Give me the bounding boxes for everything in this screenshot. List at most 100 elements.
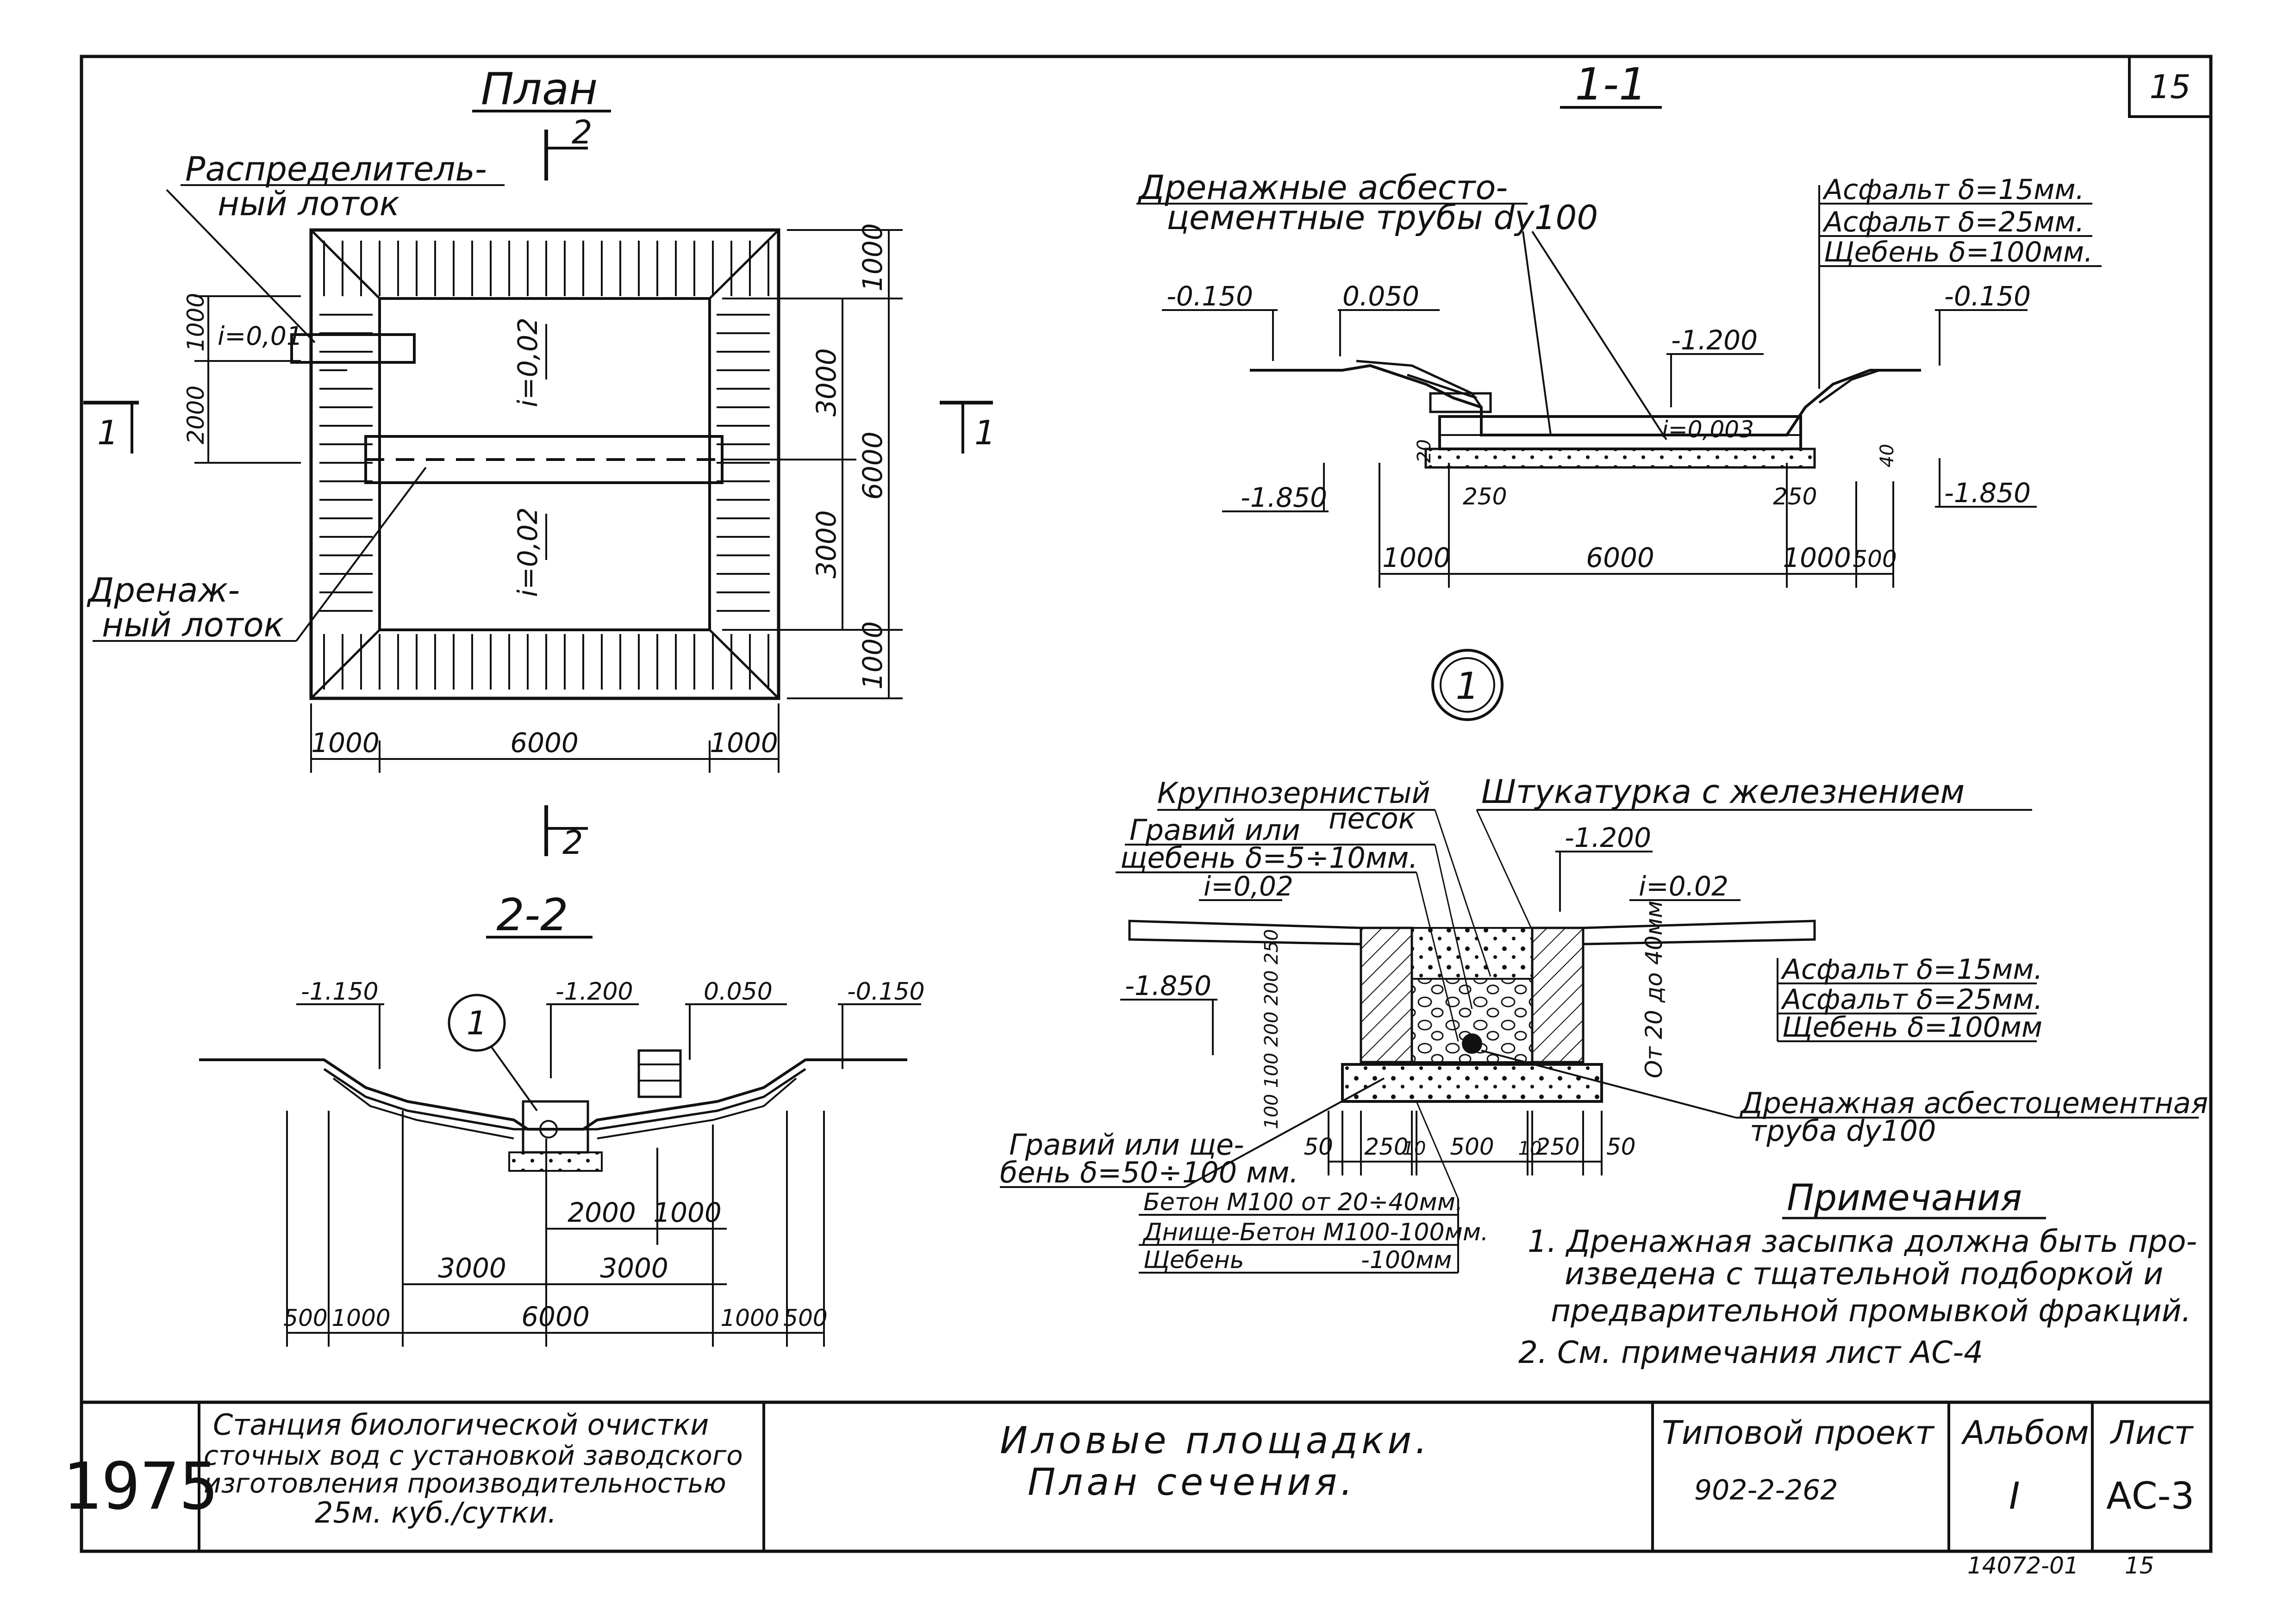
section-1-1-ground bbox=[1250, 364, 1921, 436]
label-distributor: Распределитель- bbox=[185, 149, 487, 188]
label-drain: Дренаж- bbox=[87, 571, 240, 609]
sheet-number: 15 bbox=[2149, 68, 2190, 106]
svg-text:1: 1 bbox=[974, 413, 996, 452]
svg-text:i=0.02: i=0.02 bbox=[1639, 871, 1728, 902]
svg-text:3000: 3000 bbox=[600, 1252, 668, 1284]
svg-text:1000: 1000 bbox=[653, 1197, 722, 1228]
year: 1975 bbox=[62, 1449, 218, 1524]
svg-text:Дренажная асбестоцементная: Дренажная асбестоцементная bbox=[1739, 1086, 2208, 1120]
svg-text:1: 1 bbox=[467, 1004, 487, 1042]
plan-title: План bbox=[481, 64, 598, 115]
svg-text:-1.850: -1.850 bbox=[1241, 482, 1327, 513]
detail-wall-left bbox=[1360, 927, 1413, 1063]
title-block: 1975 Станция биологической очистки сточн… bbox=[62, 1400, 2211, 1551]
sheet-frame bbox=[80, 55, 2213, 1553]
svg-text:250: 250 bbox=[1463, 483, 1507, 510]
svg-text:Штукатурка с железнением: Штукатурка с железнением bbox=[1481, 773, 1965, 811]
svg-text:6000: 6000 bbox=[857, 431, 888, 500]
svg-text:1000: 1000 bbox=[720, 1305, 779, 1331]
detail-1: Крупнозернистый песок Гравий или щебень … bbox=[1000, 773, 2208, 1274]
drawing-title-1: Иловые площадки. bbox=[1000, 1419, 1431, 1462]
slope-top: i=0,02 bbox=[512, 317, 543, 407]
svg-text:Бетон М100 от 20÷40мм.: Бетон М100 от 20÷40мм. bbox=[1143, 1188, 1463, 1216]
svg-text:Щебень δ=100мм: Щебень δ=100мм bbox=[1782, 1011, 2042, 1044]
section-mark-1-left: 1 bbox=[83, 401, 139, 454]
svg-text:500: 500 bbox=[1853, 546, 1897, 572]
svg-text:6000: 6000 bbox=[510, 727, 579, 759]
svg-text:2000: 2000 bbox=[568, 1197, 636, 1228]
section-mark-2-top: 2 bbox=[544, 113, 593, 180]
plan-dim-bottom: 1000 6000 1000 bbox=[310, 703, 780, 773]
slope-inlet: i=0,01 bbox=[218, 321, 303, 351]
svg-text:1: 1 bbox=[1456, 665, 1479, 708]
svg-text:2. См. примечания лист АС-4: 2. См. примечания лист АС-4 bbox=[1518, 1335, 1983, 1370]
svg-text:песок: песок bbox=[1329, 802, 1416, 835]
svg-text:Асфальт δ=15мм.: Асфальт δ=15мм. bbox=[1780, 953, 2043, 986]
svg-text:1000: 1000 bbox=[331, 1305, 390, 1331]
svg-text:i=0,02: i=0,02 bbox=[1204, 871, 1293, 902]
svg-text:ный лоток: ный лоток bbox=[102, 605, 284, 644]
plan-outer-square bbox=[309, 228, 780, 700]
svg-text:Гравий или ще-: Гравий или ще- bbox=[1009, 1128, 1244, 1162]
svg-text:1000: 1000 bbox=[182, 293, 209, 352]
svg-text:40: 40 bbox=[1877, 444, 1898, 467]
svg-text:Альбом: Альбом bbox=[1961, 1414, 2089, 1452]
svg-text:1: 1 bbox=[97, 413, 119, 452]
svg-text:0.050: 0.050 bbox=[704, 978, 773, 1006]
plan-dim-right: 1000 6000 1000 3000 3000 bbox=[722, 223, 903, 699]
svg-text:-1.200: -1.200 bbox=[555, 978, 633, 1006]
svg-text:бень δ=50÷100 мм.: бень δ=50÷100 мм. bbox=[1000, 1156, 1298, 1189]
svg-text:2000: 2000 bbox=[182, 386, 209, 444]
svg-text:изведена с тщательной подборко: изведена с тщательной подборкой и bbox=[1565, 1256, 2163, 1292]
svg-text:От 20 до 40мм: От 20 до 40мм bbox=[1641, 901, 1667, 1078]
svg-text:-1.850: -1.850 bbox=[1944, 477, 2031, 509]
svg-text:-0.150: -0.150 bbox=[1167, 280, 1253, 312]
svg-text:250: 250 bbox=[1773, 483, 1817, 510]
svg-text:Асфальт δ=25мм.: Асфальт δ=25мм. bbox=[1822, 206, 2084, 238]
distributor-tray bbox=[290, 333, 416, 364]
svg-text:предварительной промывкой фрак: предварительной промывкой фракций. bbox=[1551, 1293, 2191, 1329]
plan-inner-bed bbox=[378, 297, 711, 631]
svg-text:-1.200: -1.200 bbox=[1671, 324, 1758, 356]
svg-text:Лист: Лист bbox=[2109, 1414, 2194, 1452]
svg-text:-0.150: -0.150 bbox=[847, 978, 925, 1006]
svg-text:1. Дренажная засыпка должна бы: 1. Дренажная засыпка должна быть про- bbox=[1528, 1224, 2197, 1259]
drawing-title-2: План сечения. bbox=[1028, 1461, 1356, 1504]
svg-text:Станция биологической очистки: Станция биологической очистки bbox=[213, 1408, 709, 1442]
notes-title: Примечания bbox=[1787, 1177, 2022, 1219]
svg-text:250: 250 bbox=[1535, 1133, 1579, 1160]
detail-dims: 50 250 10 500 10 250 50 bbox=[1304, 1111, 1636, 1175]
svg-text:Гравий или: Гравий или bbox=[1129, 813, 1300, 847]
svg-text:Днище-Бетон М100-100мм.: Днище-Бетон М100-100мм. bbox=[1142, 1219, 1489, 1246]
sheet-number-box bbox=[2128, 55, 2212, 118]
svg-text:500: 500 bbox=[1450, 1133, 1494, 1160]
svg-text:Типовой проект: Типовой проект bbox=[1662, 1414, 1935, 1452]
svg-text:I: I bbox=[2009, 1474, 2020, 1517]
section-2-2: 2-2 1 -1.150 -1.200 0.050 -0.150 2000 10… bbox=[199, 890, 925, 1347]
svg-text:25м. куб./сутки.: 25м. куб./сутки. bbox=[315, 1496, 556, 1530]
svg-text:3000: 3000 bbox=[438, 1252, 506, 1284]
svg-text:i=0,003: i=0,003 bbox=[1662, 416, 1754, 443]
svg-text:Крупнозернистый: Крупнозернистый bbox=[1157, 776, 1430, 810]
section-2-2-ground bbox=[199, 1058, 907, 1131]
svg-text:1000: 1000 bbox=[311, 727, 380, 759]
svg-text:500: 500 bbox=[783, 1305, 827, 1331]
svg-text:1000: 1000 bbox=[1783, 542, 1851, 573]
svg-text:2: 2 bbox=[572, 113, 593, 151]
detail-callout-1: 1 bbox=[1431, 649, 1504, 721]
svg-text:Асфальт δ=25мм.: Асфальт δ=25мм. bbox=[1780, 983, 2043, 1016]
plan-view: План 2 2 Распределитель- ный лоток bbox=[83, 64, 996, 862]
detail-pipe bbox=[1462, 1033, 1482, 1054]
section-2-2-title: 2-2 bbox=[496, 890, 568, 941]
svg-text:50: 50 bbox=[1304, 1133, 1333, 1160]
svg-text:изготовления производительност: изготовления производительностью bbox=[204, 1468, 726, 1499]
svg-text:1000: 1000 bbox=[1382, 542, 1451, 573]
svg-text:-0.150: -0.150 bbox=[1944, 280, 2031, 312]
footer-page: 15 bbox=[2125, 1552, 2154, 1579]
slope-bottom: i=0,02 bbox=[512, 507, 543, 597]
svg-text:Щебень δ=100мм.: Щебень δ=100мм. bbox=[1824, 236, 2093, 268]
svg-text:-1.850: -1.850 bbox=[1125, 970, 1211, 1001]
svg-text:250: 250 bbox=[1364, 1133, 1408, 1160]
svg-text:сточных вод с установкой завод: сточных вод с установкой заводского bbox=[204, 1440, 743, 1471]
